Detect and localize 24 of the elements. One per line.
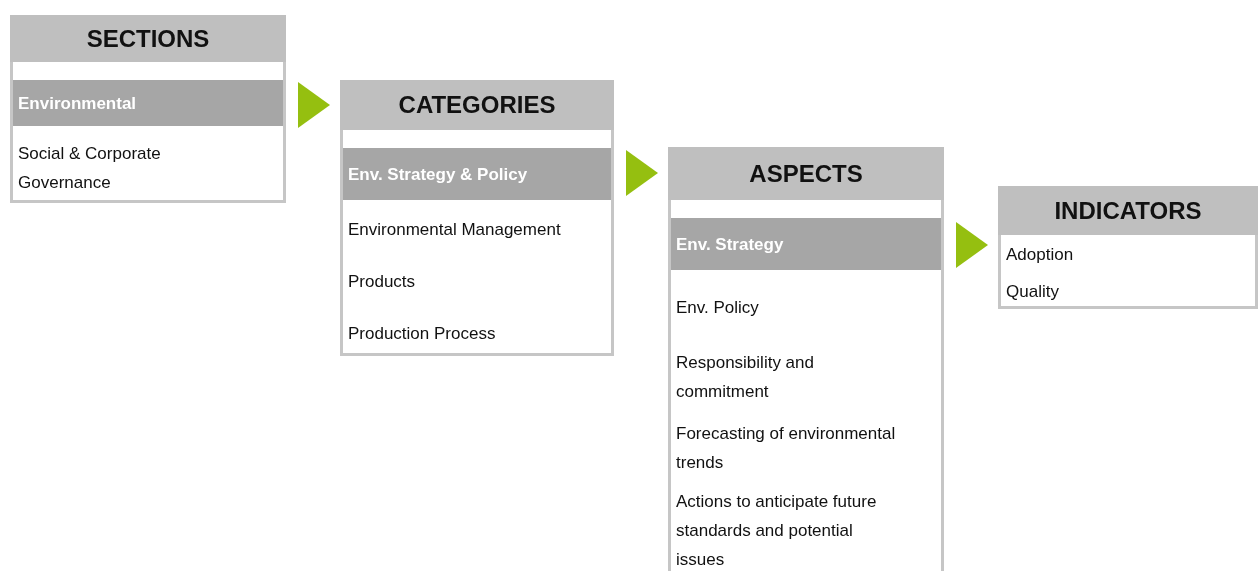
list-item: Quality <box>1001 277 1255 305</box>
list-item: Adoption <box>1001 240 1255 268</box>
list-item: Env. Policy <box>671 290 941 324</box>
chevron-arrow <box>956 222 988 268</box>
list-item: Products <box>343 265 611 297</box>
list-panel <box>998 186 1258 309</box>
list-item: Responsibility and commitment <box>671 347 941 407</box>
panel-title: INDICATORS <box>1054 196 1202 225</box>
panel-title: ASPECTS <box>749 159 863 188</box>
list-panel <box>668 147 944 571</box>
list-item: Actions to anticipate future standards and potential issues <box>671 488 941 571</box>
list-item: Social & Corporate Governance <box>13 138 283 198</box>
selected-list-item: Env. Strategy & Policy <box>343 148 611 200</box>
list-item: Environmental Management <box>343 213 611 245</box>
list-item: Forecasting of environmental trends <box>671 418 941 478</box>
selected-list-item: Environmental <box>13 80 283 126</box>
chevron-arrow <box>626 150 658 196</box>
list-panel <box>340 80 614 356</box>
panel-title: CATEGORIES <box>398 91 556 119</box>
selected-list-item: Env. Strategy <box>671 218 941 270</box>
panel-title: SECTIONS <box>86 24 210 53</box>
list-panel <box>10 15 286 203</box>
chevron-arrow <box>298 82 330 128</box>
list-item: Production Process <box>343 317 611 349</box>
